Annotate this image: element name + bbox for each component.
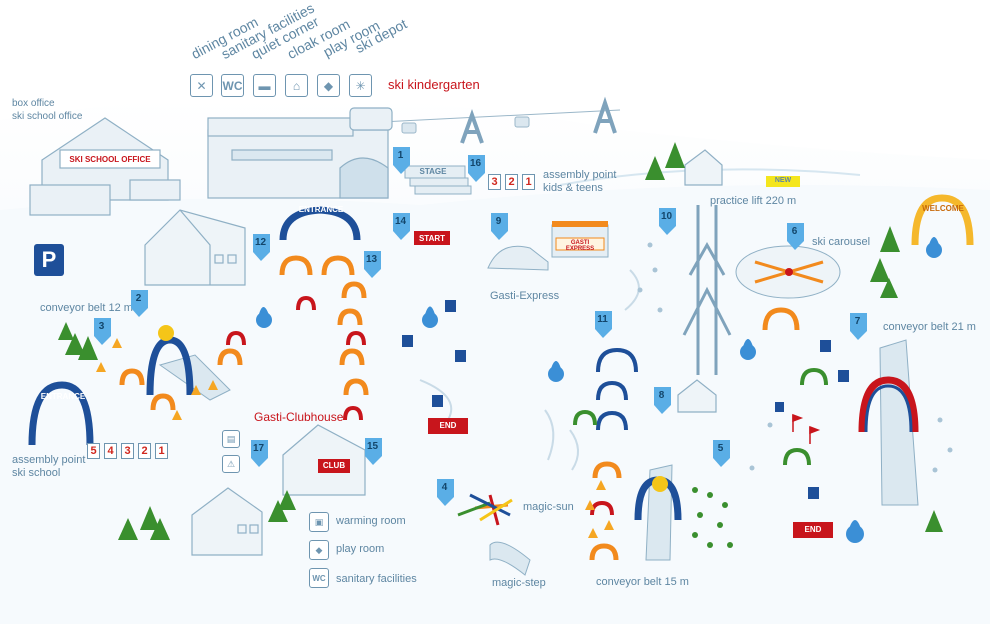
marker-4: 4 bbox=[436, 479, 456, 507]
entrance-arch-top bbox=[279, 206, 361, 241]
gasti-express-train bbox=[487, 221, 609, 271]
ski-carousel bbox=[735, 245, 841, 299]
practice-lift-label: practice lift 220 m bbox=[710, 195, 797, 207]
magic-step-label: magic-step bbox=[492, 577, 546, 589]
stage-sign: STAGE bbox=[419, 167, 447, 176]
bed-icon: ▬ bbox=[253, 74, 276, 97]
ski-carousel-label: ski carousel bbox=[812, 236, 871, 248]
marker-6: 6 bbox=[786, 223, 806, 251]
kindergarten-building bbox=[207, 107, 393, 199]
marker-2: 2 bbox=[130, 290, 150, 318]
assembly-school-3: 3 bbox=[121, 443, 134, 459]
assembly-kids-3: 3 bbox=[488, 174, 501, 190]
sanitary-label: sanitary facilities bbox=[336, 573, 417, 585]
conveyor-21-label: conveyor belt 21 m bbox=[883, 321, 976, 333]
warming-room-label: warming room bbox=[336, 515, 406, 527]
gasti-clubhouse-label: Gasti-Clubhouse bbox=[254, 410, 344, 424]
house-small bbox=[677, 379, 717, 413]
welcome-sign: WELCOME bbox=[922, 204, 964, 213]
sanitary-icon: WC bbox=[309, 568, 329, 588]
play-room-icon: ◆ bbox=[309, 540, 329, 560]
house-chalet-1 bbox=[144, 209, 246, 286]
gasti-express-label: Gasti-Express bbox=[490, 290, 560, 302]
new-badge: NEW bbox=[774, 177, 792, 184]
club-sign: CLUB bbox=[322, 461, 346, 470]
practice-lift bbox=[682, 205, 732, 375]
end-sign-2: END bbox=[804, 525, 822, 534]
marker-5: 5 bbox=[712, 440, 732, 468]
conveyor-12-label: conveyor belt 12 m bbox=[40, 302, 133, 314]
welcome-arch bbox=[911, 194, 974, 246]
assembly-kids-2: 2 bbox=[505, 174, 518, 190]
warming-room-icon: ▣ bbox=[309, 512, 329, 532]
marker-8: 8 bbox=[653, 387, 673, 415]
entrance-sign-top: ENTRANCE bbox=[298, 205, 344, 214]
start-sign: START bbox=[418, 234, 446, 243]
assembly-school-label-1: assembly point bbox=[12, 454, 86, 466]
marker-9: 9 bbox=[490, 213, 510, 241]
gondola bbox=[401, 116, 530, 134]
assembly-kids-1: 1 bbox=[522, 174, 535, 190]
assembly-kids-label-2: kids & teens bbox=[543, 182, 603, 194]
warning-icon: ⚠ bbox=[222, 455, 240, 473]
assembly-kids-label-1: assembly point bbox=[543, 169, 617, 181]
entrance-arch-left bbox=[28, 381, 94, 446]
ski-school-sign: SKI SCHOOL OFFICE bbox=[69, 155, 151, 164]
skier-mascots bbox=[158, 237, 942, 543]
play-room-label: play room bbox=[336, 543, 385, 555]
magic-sun-label: magic-sun bbox=[523, 501, 574, 513]
assembly-school-label-2: ski school bbox=[12, 467, 61, 479]
marker-12: 12 bbox=[252, 234, 272, 262]
marker-15: 15 bbox=[364, 438, 384, 466]
assembly-school-4: 4 bbox=[104, 443, 117, 459]
ski-school-office bbox=[29, 117, 181, 216]
conveyor-15-label: conveyor belt 15 m bbox=[596, 576, 689, 588]
marker-11: 11 bbox=[594, 311, 614, 339]
marker-13: 13 bbox=[363, 251, 383, 279]
play-icon: ◆ bbox=[317, 74, 340, 97]
marker-7: 7 bbox=[849, 313, 869, 341]
marker-16: 16 bbox=[467, 155, 487, 183]
marker-14: 14 bbox=[392, 213, 412, 241]
house-practice bbox=[684, 149, 723, 186]
assembly-school-1: 1 bbox=[155, 443, 168, 459]
gasti-express-sign: GASTI EXPRESS bbox=[565, 240, 595, 252]
marker-1: 1 bbox=[392, 147, 412, 175]
assembly-school-5: 5 bbox=[87, 443, 100, 459]
ski-kindergarten-label: ski kindergarten bbox=[388, 77, 480, 92]
marker-10: 10 bbox=[658, 208, 678, 236]
sun-arch-1 bbox=[146, 336, 194, 396]
marker-17: 17 bbox=[250, 440, 270, 468]
marker-3: 3 bbox=[93, 318, 113, 346]
end-sign-1: END bbox=[439, 421, 457, 430]
hanger-icon: ⌂ bbox=[285, 74, 308, 97]
trees bbox=[58, 142, 943, 540]
rainbow-arch bbox=[858, 376, 919, 433]
box-office-label: box office bbox=[12, 98, 55, 109]
assembly-school-2: 2 bbox=[138, 443, 151, 459]
ski-school-office-label: ski school office bbox=[12, 111, 83, 122]
house-chalet-2 bbox=[191, 487, 263, 556]
lift-icon: ▤ bbox=[222, 430, 240, 448]
wc-icon: WC bbox=[221, 74, 244, 97]
dining-icon: ✕ bbox=[190, 74, 213, 97]
entrance-sign-left: ENTRANCE bbox=[40, 392, 86, 401]
skis-icon: ✳ bbox=[349, 74, 372, 97]
magic-sun bbox=[457, 493, 513, 526]
parking-sign: P bbox=[34, 244, 64, 276]
